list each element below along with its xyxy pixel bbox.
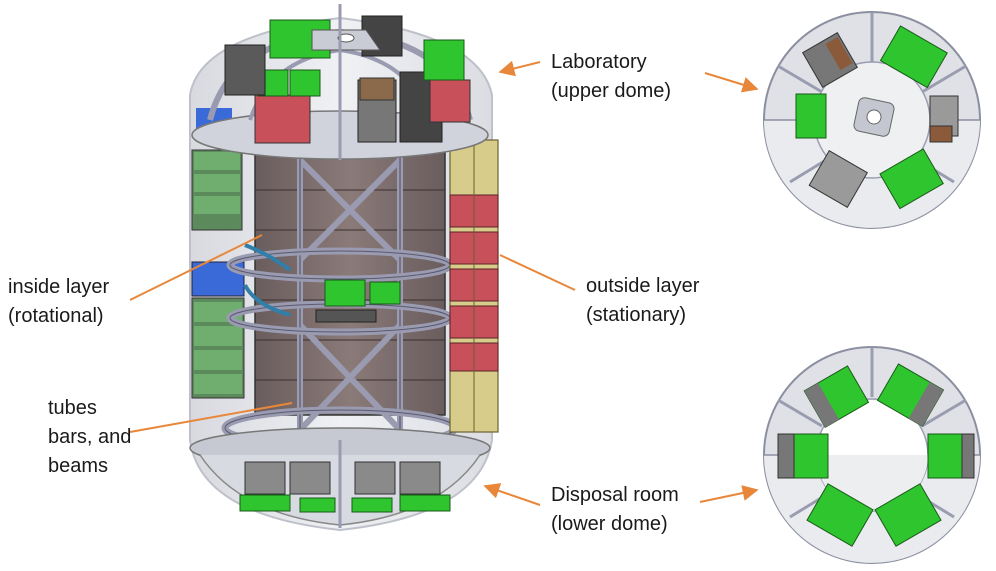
arrow-structure bbox=[129, 402, 293, 433]
label-laboratory-line2: (upper dome) bbox=[551, 80, 672, 102]
upper-dome-top-view bbox=[763, 11, 981, 229]
label-inside-layer-line1: inside layer bbox=[8, 276, 110, 298]
arrow-lab-to-topview bbox=[704, 72, 759, 93]
label-inside-layer: inside layer (rotational) bbox=[8, 273, 109, 331]
label-outside-layer: outside layer (stationary) bbox=[586, 272, 699, 330]
lower-dome-top-view bbox=[763, 346, 981, 564]
label-disposal-line1: Disposal room bbox=[551, 484, 679, 506]
arrow-disposal-to-habitat bbox=[483, 483, 541, 506]
arrow-inside-layer bbox=[129, 234, 263, 301]
label-outside-layer-line1: outside layer bbox=[586, 275, 700, 297]
leader-arrows bbox=[129, 60, 759, 506]
label-disposal-line2: (lower dome) bbox=[551, 513, 668, 535]
label-outside-layer-line2: (stationary) bbox=[586, 304, 687, 326]
arrow-outside-layer bbox=[499, 254, 576, 291]
label-structure: tubes bars, and beams bbox=[48, 394, 131, 481]
arrow-disposal-to-topview bbox=[699, 485, 759, 503]
label-laboratory: Laboratory (upper dome) bbox=[551, 48, 671, 106]
label-structure-line3: beams bbox=[48, 455, 109, 477]
label-laboratory-line1: Laboratory bbox=[551, 51, 647, 73]
label-disposal-room: Disposal room (lower dome) bbox=[551, 481, 679, 539]
arrow-lab-to-habitat bbox=[498, 60, 541, 77]
label-inside-layer-line2: (rotational) bbox=[8, 305, 104, 327]
middle-green-modules bbox=[315, 279, 401, 323]
label-structure-line1: tubes bbox=[48, 397, 97, 419]
blue-tubes bbox=[243, 243, 292, 317]
outside-layer-stack bbox=[449, 139, 499, 433]
upper-dome-lab bbox=[191, 4, 489, 160]
lower-dome-disposal bbox=[189, 427, 491, 528]
label-structure-line2: bars, and bbox=[48, 426, 132, 448]
habitat-cutaway bbox=[189, 4, 499, 532]
